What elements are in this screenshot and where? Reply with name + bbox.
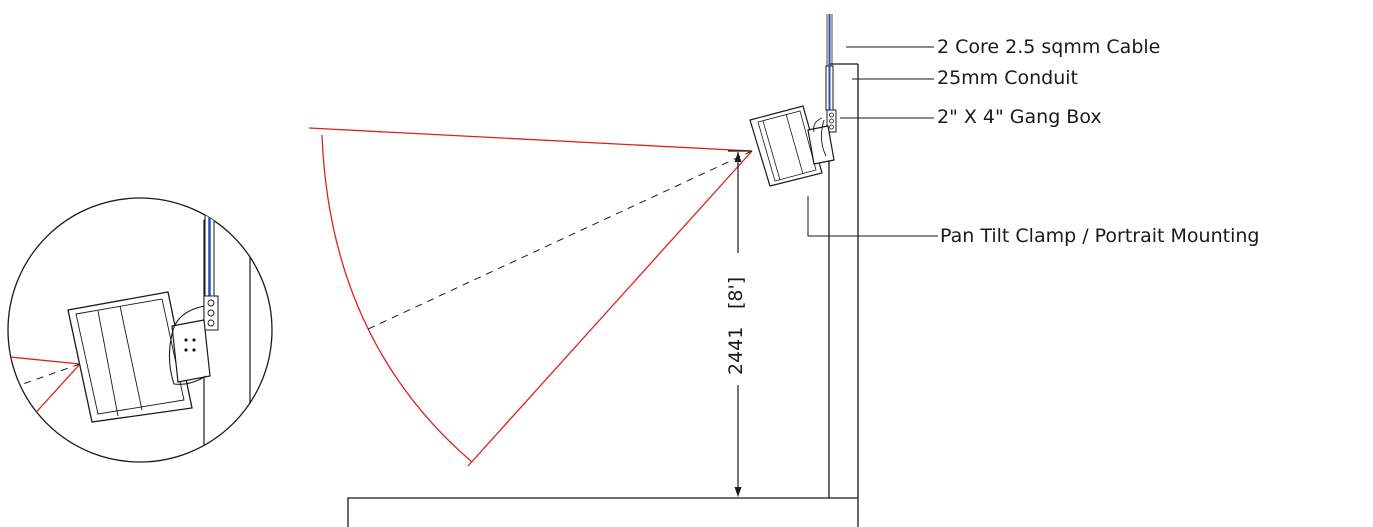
gang-box-callout: 2" X 4" Gang Box [937,106,1102,128]
height-dimension-line [728,150,750,497]
cable-callout: 2 Core 2.5 sqmm Cable [937,36,1161,58]
height-dimension-mm: 2441 [725,322,747,379]
speaker [749,105,835,187]
gang-box [826,109,837,133]
floor-block [347,497,859,527]
height-dimension-ft: [8'] [725,272,747,313]
coverage-angle [308,127,753,467]
leader-lines [807,46,938,237]
detail-view [7,197,273,463]
clamp-callout: Pan Tilt Clamp / Portrait Mounting [940,225,1260,247]
conduit-callout: 25mm Conduit [937,67,1078,89]
conduit [825,14,834,111]
